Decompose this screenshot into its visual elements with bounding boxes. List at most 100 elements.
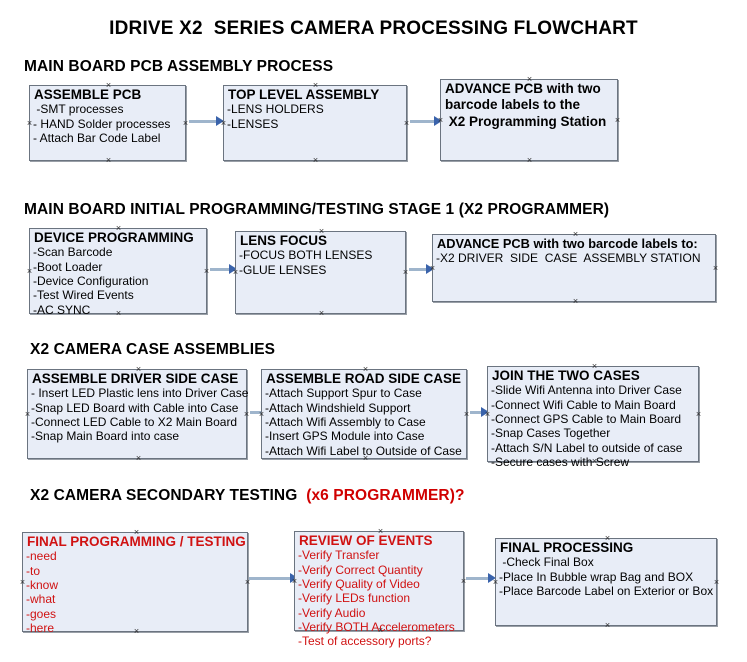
flow-box-title: LENS FOCUS bbox=[240, 233, 328, 248]
flow-box-title: DEVICE PROGRAMMING bbox=[34, 230, 194, 245]
flow-box-line: -Verify Transfer bbox=[298, 548, 380, 563]
flow-box-line: -Attach Windshield Support bbox=[265, 400, 411, 415]
flow-box-review-of-events[interactable]: REVIEW OF EVENTS -Verify Transfer -Verif… bbox=[291, 528, 464, 648]
flow-box-line: -Verify Quality of Video bbox=[298, 576, 420, 591]
connector-arrow bbox=[409, 268, 429, 271]
connection-handle-right[interactable] bbox=[712, 265, 719, 272]
connection-handle-bottom[interactable] bbox=[318, 310, 325, 317]
connection-handle-right[interactable] bbox=[402, 269, 409, 276]
flow-box-title: JOIN THE TWO CASES bbox=[492, 368, 640, 383]
flow-box-title: ADVANCE PCB with two barcode labels to: bbox=[437, 236, 698, 251]
connection-handle-top[interactable] bbox=[312, 82, 319, 89]
flow-box-device-programming[interactable]: DEVICE PROGRAMMING -Scan Barcode -Boot L… bbox=[26, 225, 210, 317]
connection-handle-top[interactable] bbox=[604, 535, 611, 542]
flow-box-line: -Place In Bubble wrap Bag and BOX bbox=[499, 569, 694, 584]
flow-box-advance-pcb-driver-side-station[interactable]: ADVANCE PCB with two barcode labels to: … bbox=[432, 234, 716, 302]
flow-box-assemble-driver-side-case[interactable]: ASSEMBLE DRIVER SIDE CASE - Insert LED P… bbox=[24, 366, 250, 462]
flow-box-lines: -Attach Support Spur to Case -Attach Win… bbox=[262, 386, 466, 458]
connection-handle-right[interactable] bbox=[244, 579, 251, 586]
connection-handle-bottom[interactable] bbox=[526, 157, 533, 164]
connection-handle-left[interactable] bbox=[291, 578, 298, 585]
flow-box-line-overflow: -Test of accessory ports? bbox=[298, 634, 432, 649]
flow-box-line: -Secure cases with Screw bbox=[491, 454, 630, 469]
connection-handle-bottom[interactable] bbox=[362, 455, 369, 462]
flow-box-line: -Snap LED Board with Cable into Case bbox=[31, 400, 239, 415]
connector-arrow bbox=[249, 577, 295, 580]
connection-handle-top[interactable] bbox=[377, 528, 384, 535]
connection-handle-right[interactable] bbox=[403, 120, 410, 127]
connection-handle-top[interactable] bbox=[133, 529, 140, 536]
flow-box-title: ASSEMBLE PCB bbox=[34, 87, 142, 102]
connection-handle-left[interactable] bbox=[26, 268, 33, 275]
connection-handle-bottom[interactable] bbox=[133, 628, 140, 635]
connection-handle-left[interactable] bbox=[19, 579, 26, 586]
connection-handle-top[interactable] bbox=[526, 76, 533, 83]
flow-box-title: ADVANCE PCB with two bbox=[445, 81, 601, 96]
flow-box-assemble-road-side-case[interactable]: ASSEMBLE ROAD SIDE CASE -Attach Support … bbox=[261, 369, 467, 459]
arrowhead-icon bbox=[488, 573, 496, 583]
connection-handle-left[interactable] bbox=[232, 269, 239, 276]
connection-handle-top[interactable] bbox=[591, 363, 598, 370]
connection-handle-left[interactable] bbox=[24, 411, 31, 418]
connection-handle-right[interactable] bbox=[182, 120, 189, 127]
connection-handle-bottom[interactable] bbox=[591, 458, 598, 465]
flow-box-lines: -LENS HOLDERS -LENSES bbox=[224, 102, 406, 131]
flow-box-join-the-two-cases[interactable]: JOIN THE TWO CASES -Slide Wifi Antenna i… bbox=[484, 363, 702, 469]
flow-box-line: -LENS HOLDERS bbox=[227, 102, 324, 117]
connection-handle-top[interactable] bbox=[572, 231, 579, 238]
connection-handle-bottom[interactable] bbox=[312, 157, 319, 164]
flow-box-line: -FOCUS BOTH LENSES bbox=[239, 248, 373, 263]
connection-handle-top[interactable] bbox=[135, 366, 142, 373]
connection-handle-bottom[interactable] bbox=[115, 310, 122, 317]
flow-box-line: -Scan Barcode bbox=[33, 245, 113, 260]
flow-box-final-programming-testing[interactable]: FINAL PROGRAMMING / TESTING -need -to -k… bbox=[19, 529, 251, 635]
connection-handle-right[interactable] bbox=[463, 411, 470, 418]
flow-box-lines: - Insert LED Plastic lens into Driver Ca… bbox=[28, 386, 249, 443]
section-header-text: MAIN BOARD INITIAL PROGRAMMING/TESTING S… bbox=[24, 201, 610, 218]
section-header-accent: (x6 PROGRAMMER)? bbox=[301, 487, 465, 504]
connection-handle-right[interactable] bbox=[713, 579, 720, 586]
connection-handle-bottom[interactable] bbox=[572, 298, 579, 305]
connection-handle-left[interactable] bbox=[429, 265, 436, 272]
flow-box-lens-focus[interactable]: LENS FOCUS -FOCUS BOTH LENSES -GLUE LENS… bbox=[235, 231, 406, 314]
connection-handle-right[interactable] bbox=[203, 268, 210, 275]
flow-box-line: -Snap Cases Together bbox=[491, 426, 611, 441]
connection-handle-right[interactable] bbox=[695, 411, 702, 418]
connection-handle-right[interactable] bbox=[614, 117, 621, 124]
flow-box-top-level-assembly[interactable]: TOP LEVEL ASSEMBLY -LENS HOLDERS -LENSES bbox=[223, 85, 407, 161]
connection-handle-left[interactable] bbox=[220, 120, 227, 127]
flow-box-final-processing[interactable]: FINAL PROCESSING -Check Final Box -Place… bbox=[495, 538, 717, 626]
flow-box-line: - Attach Bar Code Label bbox=[33, 130, 161, 145]
connection-handle-left[interactable] bbox=[484, 411, 491, 418]
flow-box-line: -Check Final Box bbox=[499, 555, 594, 570]
flow-box-line: -AC SYNC bbox=[33, 302, 91, 317]
flow-box-line: -Boot Loader bbox=[33, 259, 103, 274]
connection-handle-top[interactable] bbox=[105, 82, 112, 89]
flow-box-line: - Insert LED Plastic lens into Driver Ca… bbox=[31, 386, 249, 401]
connection-handle-left[interactable] bbox=[492, 579, 499, 586]
flow-box-assemble-pcb[interactable]: ASSEMBLE PCB -SMT processes - HAND Solde… bbox=[29, 85, 186, 161]
connection-handle-top[interactable] bbox=[318, 228, 325, 235]
connection-handle-right[interactable] bbox=[243, 411, 250, 418]
connection-handle-bottom[interactable] bbox=[135, 455, 142, 462]
connection-handle-bottom[interactable] bbox=[377, 627, 384, 634]
connection-handle-bottom[interactable] bbox=[604, 622, 611, 629]
connection-handle-left[interactable] bbox=[437, 117, 444, 124]
connector-arrow bbox=[470, 411, 484, 414]
section-header-text: X2 CAMERA SECONDARY TESTING bbox=[30, 487, 302, 504]
connection-handle-left[interactable] bbox=[26, 120, 33, 127]
flow-box-title: FINAL PROCESSING bbox=[500, 540, 634, 555]
flow-box-line: -goes bbox=[26, 606, 57, 621]
flow-box-advance-pcb-programming-station[interactable]: ADVANCE PCB with two barcode labels to t… bbox=[440, 79, 618, 161]
flow-box-lines: -Check Final Box -Place In Bubble wrap B… bbox=[496, 555, 716, 598]
connection-handle-top[interactable] bbox=[115, 225, 122, 232]
flow-box-lines: -SMT processes - HAND Solder processes -… bbox=[30, 102, 185, 145]
flow-box-line: -Place Barcode Label on Exterior or Box bbox=[499, 583, 714, 598]
flow-box-lines: -Scan Barcode -Boot Loader -Device Confi… bbox=[30, 245, 206, 317]
connection-handle-left[interactable] bbox=[258, 411, 265, 418]
section-header-text: X2 CAMERA CASE ASSEMBLIES bbox=[30, 341, 276, 358]
connection-handle-bottom[interactable] bbox=[105, 157, 112, 164]
connection-handle-top[interactable] bbox=[362, 366, 369, 373]
flow-box-line: -Connect GPS Cable to Main Board bbox=[491, 411, 682, 426]
flow-box-line: -LENSES bbox=[227, 116, 279, 131]
